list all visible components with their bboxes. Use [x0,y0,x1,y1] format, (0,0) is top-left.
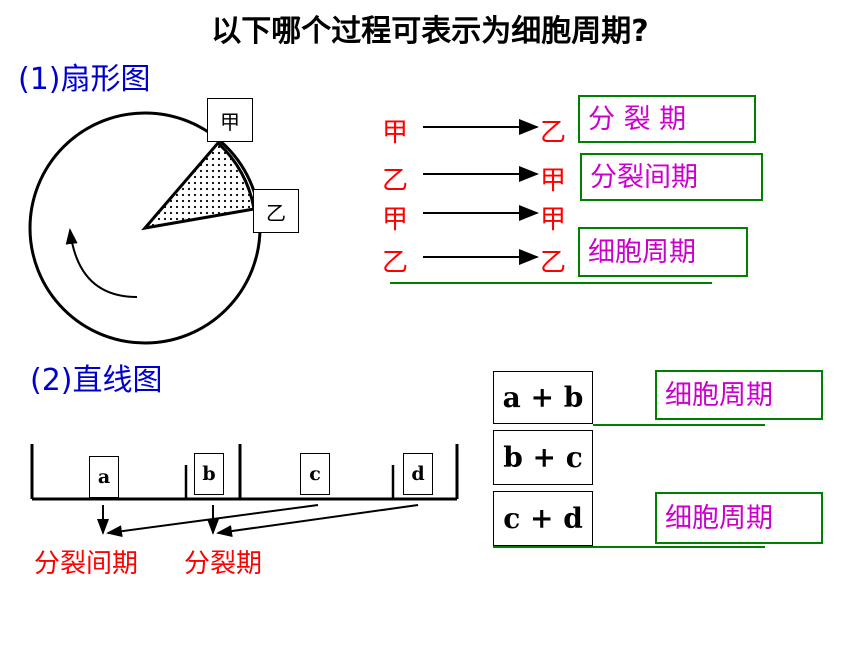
label-jia: 甲 [207,98,253,142]
answer-ab-cell-cycle: 细胞周期 [655,370,823,420]
row4-to: 乙 [540,248,567,278]
answer-cd-cell-cycle: 细胞周期 [655,492,823,544]
section2-heading: (2)直线图 [30,363,163,398]
pointer-d [216,504,419,538]
row1-to: 乙 [540,118,567,148]
row2-to: 甲 [540,166,567,196]
label-yi: 乙 [253,189,299,233]
row3-from: 甲 [382,205,409,235]
formula-b-plus-c: b + c [493,430,593,485]
row2-from: 乙 [382,166,409,196]
row4-from: 乙 [382,248,409,278]
page-title: 以下哪个过程可表示为细胞周期? [211,14,649,49]
answer-interphase: 分裂间期 [580,153,763,201]
caption-mitosis: 分裂期 [184,549,263,579]
row3-to: 甲 [540,205,567,235]
segment-d: d [403,453,433,495]
formula-a-plus-b: a + b [493,371,593,424]
answer-mitosis: 分 裂 期 [578,95,756,143]
direction-arrow [65,228,138,298]
row1-from: 甲 [382,118,409,148]
segment-c: c [300,453,330,495]
formula-c-plus-d: c + d [493,491,593,546]
answer-cell-cycle: 细胞周期 [578,227,748,277]
mitosis-sector [141,140,256,231]
section1-heading: (1)扇形图 [18,62,151,97]
segment-a: a [89,456,119,498]
segment-b: b [194,453,224,495]
caption-interphase: 分裂间期 [34,549,139,579]
